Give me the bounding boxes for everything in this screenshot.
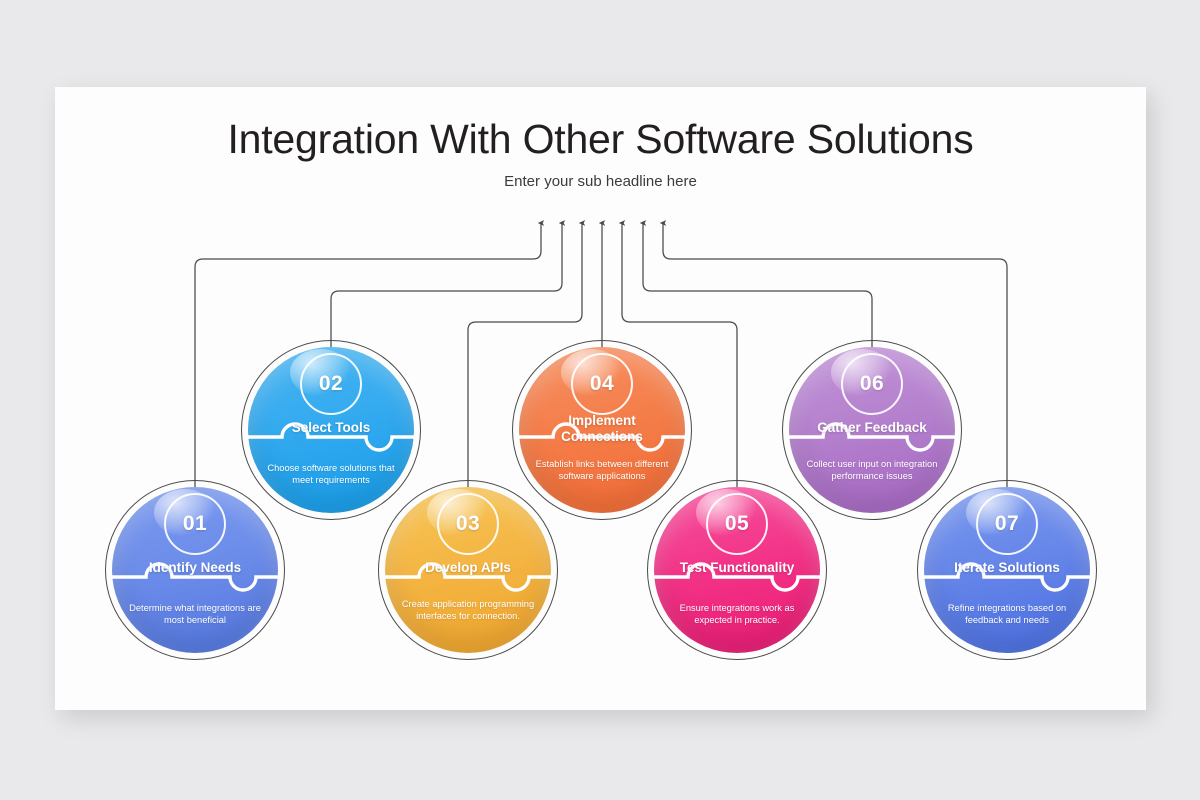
step-node-07[interactable]: 07 Iterate Solutions Refine integrations… (917, 480, 1097, 660)
page-subtitle: Enter your sub headline here (504, 173, 697, 190)
step-outline-06 (782, 340, 962, 520)
step-outline-04 (512, 340, 692, 520)
step-node-04[interactable]: 04 Implement Connections Establish links… (512, 340, 692, 520)
step-outline-01 (105, 480, 285, 660)
step-node-06[interactable]: 06 Gather Feedback Collect user input on… (782, 340, 962, 520)
page-title: Integration With Other Software Solution… (227, 116, 974, 162)
connector-step-02 (330, 220, 566, 347)
step-outline-03 (378, 480, 558, 660)
step-node-05[interactable]: 05 Test Functionality Ensure integration… (647, 480, 827, 660)
step-node-01[interactable]: 01 Identify Needs Determine what integra… (105, 480, 285, 660)
step-outline-07 (917, 480, 1097, 660)
step-node-03[interactable]: 03 Develop APIs Create application progr… (378, 480, 558, 660)
step-node-02[interactable]: 02 Select Tools Choose software solution… (241, 340, 421, 520)
step-outline-02 (241, 340, 421, 520)
step-outline-05 (647, 480, 827, 660)
connector-step-06 (639, 220, 873, 347)
slide-canvas: Integration With Other Software Solution… (55, 87, 1146, 710)
